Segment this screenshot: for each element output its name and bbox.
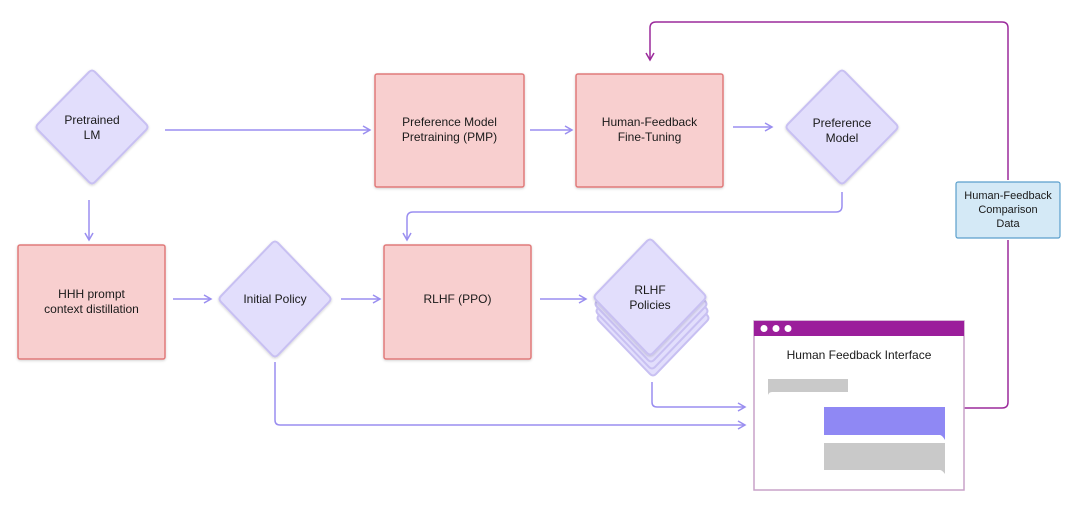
diamond-initial-policy xyxy=(218,240,332,358)
window-dot-icon xyxy=(760,325,768,332)
label-pmp: Preference Model Pretraining (PMP) xyxy=(401,115,498,144)
diamond-pretrained-lm xyxy=(35,69,149,185)
chat-bubble-response-b xyxy=(824,443,945,474)
window-dot-icon xyxy=(772,325,780,332)
box-hhh-distillation xyxy=(17,244,166,360)
diamond-preference-model xyxy=(785,69,899,185)
interface-window-titlebar xyxy=(754,321,964,336)
label-rlhf-ppo: RLHF (PPO) xyxy=(423,291,492,306)
model-diamonds xyxy=(35,69,899,377)
human-feedback-interface-window xyxy=(753,320,965,491)
arrow-policies-to-interface xyxy=(651,382,747,412)
arrow-initial-policy-to-interface xyxy=(274,362,747,430)
arrows xyxy=(84,122,843,430)
window-dot-icon xyxy=(784,325,792,332)
arrow-preference-model-to-rlhf xyxy=(402,192,843,242)
process-boxes xyxy=(17,73,724,360)
label-rlhf-policies: RLHF Policies xyxy=(629,283,671,312)
interface-title: Human Feedback Interface xyxy=(786,347,932,362)
box-hf-comparison-data xyxy=(955,181,1061,239)
diamond-stack-rlhf-policies xyxy=(593,238,710,377)
label-hhh-distillation: HHH prompt context distillation xyxy=(44,287,139,316)
label-initial-policy: Initial Policy xyxy=(243,291,307,306)
label-hf-comparison-data: Human-Feedback Comparison Data xyxy=(964,190,1052,230)
box-hf-finetuning xyxy=(575,73,724,188)
feedback-line-interface-to-data xyxy=(964,240,1009,409)
chat-bubble-prompt xyxy=(768,379,848,395)
box-pmp xyxy=(374,73,525,188)
label-preference-model: Preference Model xyxy=(812,116,872,145)
feedback-line-data-to-finetuning xyxy=(645,21,1009,180)
label-pretrained-lm: Pretrained LM xyxy=(64,113,120,142)
box-rlhf-ppo xyxy=(383,244,532,360)
feedback-loop xyxy=(645,21,1009,409)
chat-bubble-response-a xyxy=(824,407,945,440)
label-hf-finetuning: Human-Feedback Fine-Tuning xyxy=(601,115,698,144)
